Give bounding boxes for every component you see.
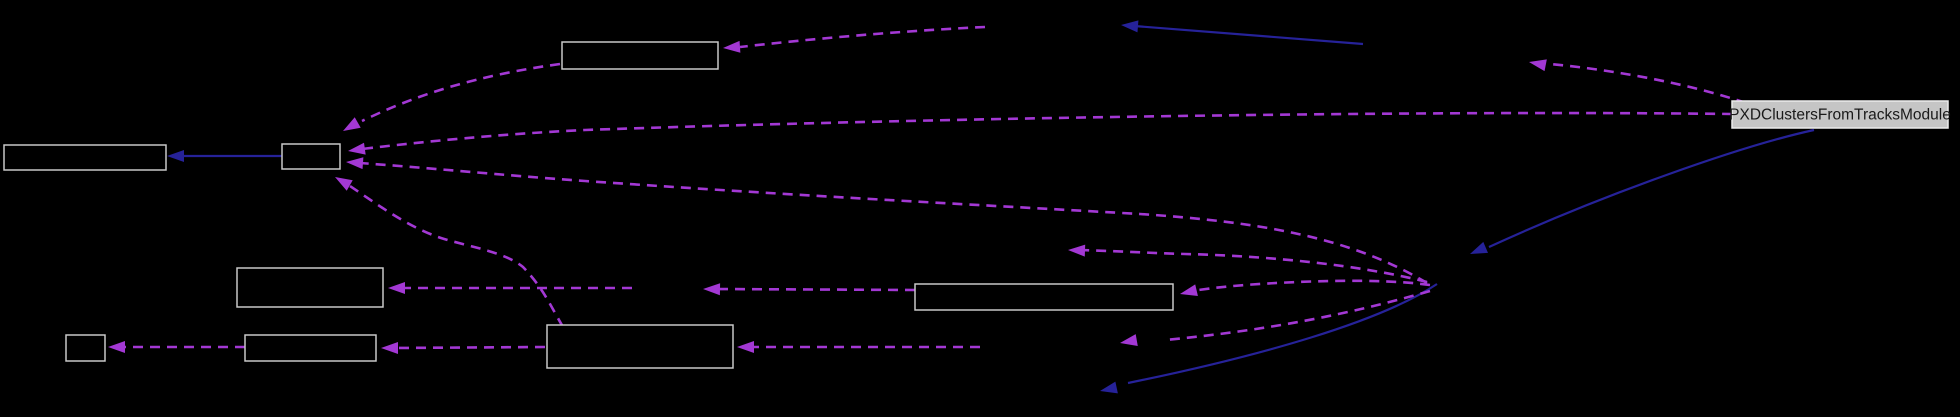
arrowhead-icon <box>1529 59 1547 72</box>
edge-line <box>391 345 546 350</box>
graph-edge-dash-bundle-to-midwide <box>1180 279 1431 297</box>
arrowhead-icon <box>388 282 405 294</box>
node-box[interactable] <box>1731 100 1949 129</box>
graph-edge-dash-to-midleft <box>388 282 632 294</box>
graph-edge-dash-bundle-floating-low <box>1120 289 1431 346</box>
arrowhead-icon <box>343 117 361 131</box>
arrowhead-icon <box>1180 284 1198 297</box>
arrowhead-icon <box>346 157 364 170</box>
graph-edge-dash-pxd-floating-top <box>1529 59 1747 105</box>
graph-node-box-bottom-tiny[interactable] <box>65 334 106 362</box>
arrowhead-icon <box>1100 381 1118 394</box>
node-box[interactable] <box>244 334 377 362</box>
graph-edge-solid-bundle-to-bottom <box>1100 283 1438 394</box>
edge-line <box>361 62 561 123</box>
arrowhead-icon <box>335 177 353 191</box>
arrowhead-icon <box>108 341 125 353</box>
graph-node-box-top[interactable] <box>561 41 719 70</box>
graph-edge-dash-to-top-box <box>723 25 986 53</box>
graph-node-box-left-wide[interactable] <box>3 144 167 171</box>
node-box[interactable] <box>236 267 384 308</box>
graph-edge-dash-bundle-floating-mid <box>1068 244 1428 284</box>
graph-node-box-mid-left[interactable] <box>236 267 384 308</box>
edge-line <box>1549 62 1747 105</box>
arrowhead-icon <box>1120 334 1138 346</box>
arrowhead-icon <box>1068 244 1086 257</box>
edge-line <box>1133 24 1364 46</box>
graph-edge-solid-pxd-to-bundle <box>1470 128 1815 254</box>
graph-edge-dash-to-center <box>737 341 980 353</box>
arrowhead-icon <box>381 342 398 354</box>
graph-node-box-mid-wide[interactable] <box>914 283 1174 311</box>
graph-edge-dash-bsmall-to-btiny <box>108 341 245 353</box>
edge-line <box>739 25 986 49</box>
graph-edge-solid-top-floating <box>1121 20 1364 46</box>
graph-node-box-pxd-module[interactable]: PXDClustersFromTracksModule <box>1729 100 1951 129</box>
node-box[interactable] <box>546 324 734 369</box>
arrowhead-icon <box>348 142 366 155</box>
arrowhead-icon <box>723 40 741 53</box>
graph-edge-dash-midwide-floating <box>703 283 916 296</box>
graph-edge-dash-center-to-bsmall <box>381 342 546 354</box>
node-box[interactable] <box>65 334 106 362</box>
node-box[interactable] <box>561 41 719 70</box>
graph-node-box-center-tall[interactable] <box>546 324 734 369</box>
edge-line <box>361 111 1733 151</box>
graph-edge-dash-pxd-to-hub <box>348 111 1733 155</box>
arrowhead-icon <box>1121 20 1139 33</box>
node-box[interactable] <box>3 144 167 171</box>
edge-line <box>1164 289 1431 342</box>
graph-edge-dash-top-to-hub <box>343 62 561 131</box>
graph-edge-dash-bundle-to-hub <box>346 157 1428 285</box>
graph-edge-solid-hub-to-leftwide <box>167 150 282 162</box>
graph-node-box-bottom-small[interactable] <box>244 334 377 362</box>
edge-line <box>349 184 565 328</box>
edge-line <box>1127 283 1438 385</box>
edge-line <box>1488 128 1815 248</box>
edge-line <box>1079 248 1428 284</box>
graph-node-box-hub-small[interactable] <box>281 143 341 170</box>
arrowhead-icon <box>1470 241 1488 254</box>
graph-edge-dash-center-to-hub <box>335 177 565 328</box>
arrowhead-icon <box>703 283 721 296</box>
arrowhead-icon <box>737 341 754 353</box>
node-box[interactable] <box>281 143 341 170</box>
arrowhead-icon <box>167 150 184 162</box>
node-label: PXDClustersFromTracksModule <box>1729 107 1951 124</box>
edge-line <box>1191 279 1431 293</box>
node-box[interactable] <box>914 283 1174 311</box>
